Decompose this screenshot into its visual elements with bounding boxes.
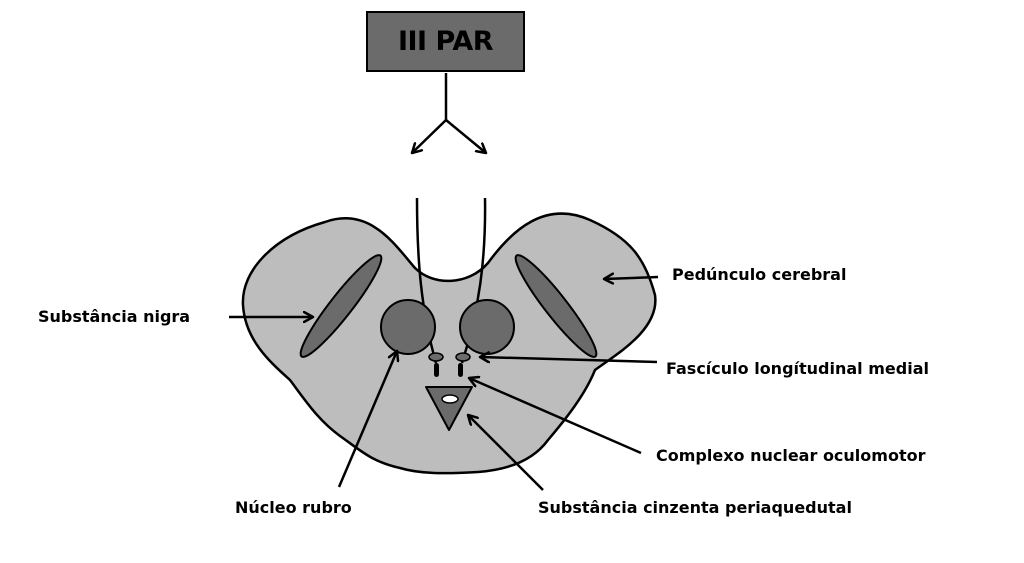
arrow-periaqueductal bbox=[468, 415, 544, 491]
arrow-mlf bbox=[480, 357, 658, 362]
midbrain-section bbox=[241, 212, 657, 475]
arrow-oculomotor-nucleus bbox=[469, 378, 642, 455]
diagram-title: III PAR bbox=[397, 26, 494, 57]
label-oculomotor-nucleus: Complexo nuclear oculomotor bbox=[656, 446, 926, 465]
label-nigra: Substância nigra bbox=[38, 307, 191, 326]
red-nucleus-right bbox=[459, 299, 515, 355]
label-periaqueductal: Substância cinzenta periaquedutal bbox=[538, 498, 852, 517]
mlf-right bbox=[455, 352, 471, 362]
mlf-left bbox=[428, 352, 444, 362]
arrow-red-nucleus bbox=[337, 351, 397, 488]
oculomotor-nuclei bbox=[434, 363, 463, 377]
arrow-peduncle bbox=[604, 277, 659, 279]
periaqueductal-gray bbox=[425, 386, 473, 431]
label-mlf: Fascículo longítudinal medial bbox=[666, 359, 929, 378]
cerebral-aqueduct bbox=[441, 394, 459, 404]
label-peduncle: Pedúnculo cerebral bbox=[672, 265, 847, 284]
red-nucleus-left bbox=[380, 299, 436, 355]
label-red-nucleus: Núcleo rubro bbox=[235, 498, 352, 517]
substantia-nigra-right bbox=[514, 254, 598, 358]
split-arrow bbox=[412, 73, 486, 153]
substantia-nigra-left bbox=[299, 254, 383, 358]
title-box: III PAR bbox=[366, 11, 525, 72]
